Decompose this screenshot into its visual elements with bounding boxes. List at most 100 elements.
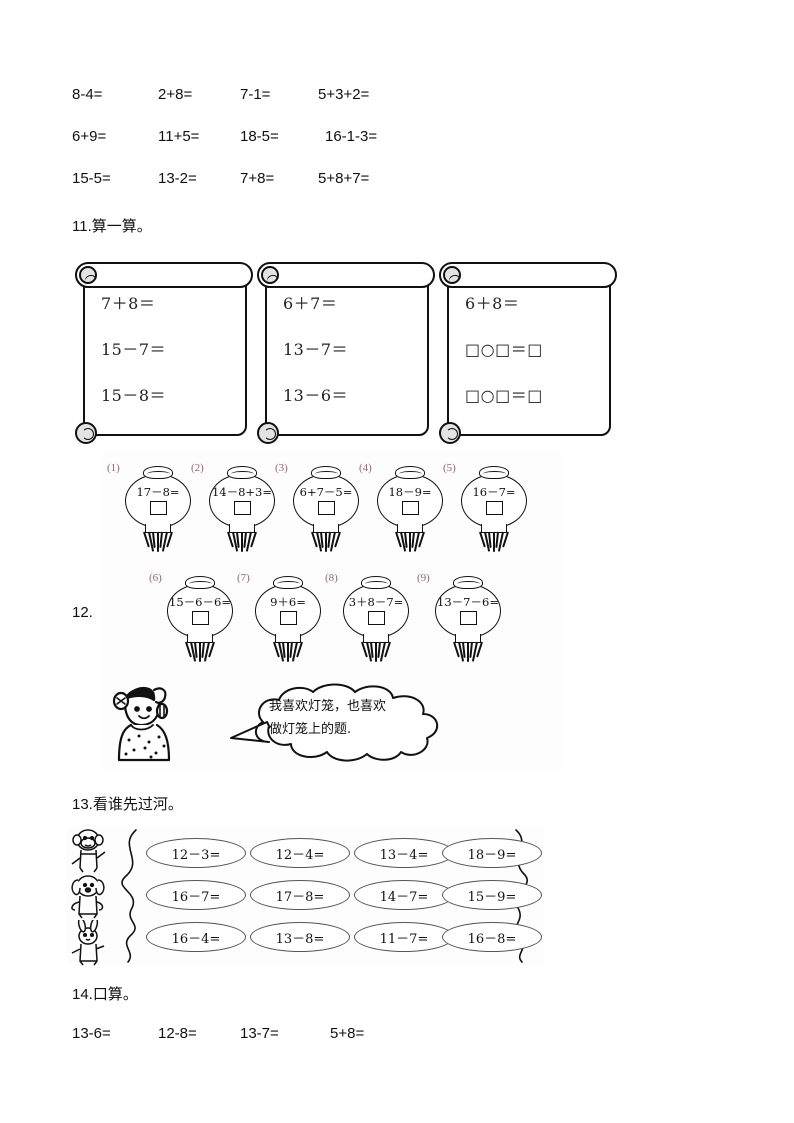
scroll-line: 13－6＝ [283,386,349,405]
scroll-top-roll [439,262,617,288]
lantern-equation: 13－7－6= [437,595,499,609]
lantern-tassel-icon [309,531,343,554]
scroll-bottom-curl-icon [439,422,461,444]
exercise-item: 11+5= [158,128,200,145]
animal-characters [66,828,112,966]
river-bubble[interactable]: 18－9= [442,838,542,868]
exercise-item: 7-1= [240,86,271,103]
scroll-body [265,270,429,436]
exercise-row-2: 6+9= 11+5= 18-5= 16-1-3= [72,128,377,145]
lantern-cap [311,466,341,479]
exercise-item: 13-7= [240,1025,279,1042]
lantern-cap [227,466,257,479]
lantern-equation: 6+7－5= [299,485,353,499]
lantern-tassel-icon [183,641,217,664]
exercise-item: 8-4= [72,86,103,103]
speech-line-1: 我喜欢灯笼，也喜欢 [269,699,387,714]
section-13-heading: 13.看谁先过河。 [72,796,183,813]
lantern-tassel-icon [141,531,175,554]
lantern-tassel-icon [451,641,485,664]
river-bubble[interactable]: 16－8= [442,922,542,952]
lantern-answer-box[interactable] [192,611,209,625]
lantern-2: (2) 14－8+3= [191,460,279,556]
scroll-top-curl-icon [261,266,279,284]
lantern-answer-box[interactable] [368,611,385,625]
scroll-2: 6＋7＝ 13－7＝ 13－6＝ [257,262,439,444]
lantern-equation: 18－9= [388,485,432,499]
exercise-item: 18-5= [240,128,279,145]
lantern-cap [453,576,483,589]
scroll-group: 7＋8＝ 15－7＝ 15－8＝ 6＋7＝ 13－7＝ 13－6＝ 6＋8＝ □ [75,262,655,444]
lantern-cap [185,576,215,589]
exercise-item: 13-6= [72,1025,111,1042]
exercise-item: 15-5= [72,170,111,187]
lantern-answer-box[interactable] [150,501,167,515]
river-bubble[interactable]: 15－9= [442,880,542,910]
scroll-top-roll [257,262,435,288]
exercise-row-14: 13-6=12-8=13-7=5+8= [72,1025,364,1042]
river-bubble[interactable]: 14－7= [354,880,454,910]
section-11-heading: 11.算一算。 [72,218,152,235]
rabbit-icon [71,920,105,966]
lantern-equation: 3＋8－7= [348,595,404,609]
lantern-9: (9) 13－7－6= [417,570,505,666]
scroll-top-curl-icon [79,266,97,284]
scroll-line: 6＋7＝ [283,294,338,313]
scroll-lines: 6＋8＝ □○□＝□ □○□＝□ [465,296,605,404]
scroll-bottom-curl-icon [75,422,97,444]
girl-character-icon [109,684,179,766]
river-crossing-illustration: 12－3= 12－4= 13－4= 18－9= 16－7= 17－8= 14－7… [66,828,544,966]
lantern-answer-box[interactable] [460,611,477,625]
river-bubble[interactable]: 13－8= [250,922,350,952]
exercise-row-1: 8-4=2+8=7-1=5+3+2= [72,86,369,103]
lantern-cap [395,466,425,479]
river-bubble[interactable]: 16－4= [146,922,246,952]
lantern-index: (7) [237,572,250,584]
scroll-line: 15－7＝ [101,340,167,359]
exercise-item: 6+9= [72,128,107,145]
scroll-line: 7＋8＝ [101,294,156,313]
monkey-icon [71,829,106,873]
lantern-answer-box[interactable] [234,501,251,515]
lantern-answer-box[interactable] [486,501,503,515]
lantern-answer-box[interactable] [280,611,297,625]
riverbank-left [110,828,150,964]
lantern-equation: 15－6－6= [169,595,231,609]
lantern-index: (2) [191,462,204,474]
river-bubble[interactable]: 13－4= [354,838,454,868]
scroll-body [447,270,611,436]
lantern-answer-box[interactable] [402,501,419,515]
lantern-equation: 14－8+3= [211,485,273,499]
exercise-item: 2+8= [158,86,193,103]
scroll-body [83,270,247,436]
river-bubble[interactable]: 16－7= [146,880,246,910]
lantern-tassel-icon [393,531,427,554]
scroll-lines: 7＋8＝ 15－7＝ 15－8＝ [101,296,241,404]
scroll-line: 15－8＝ [101,386,167,405]
scroll-line: 6＋8＝ [465,294,520,313]
river-bubble[interactable]: 11－7= [354,922,454,952]
scroll-line: □○□＝□ [465,386,543,405]
lantern-4: (4) 18－9= [359,460,447,556]
lantern-answer-box[interactable] [318,501,335,515]
lantern-tassel-icon [359,641,393,664]
lantern-tassel-icon [477,531,511,554]
exercise-item: 13-2= [158,170,197,187]
lantern-index: (1) [107,462,120,474]
scroll-lines: 6＋7＝ 13－7＝ 13－6＝ [283,296,423,404]
river-bubble[interactable]: 17－8= [250,880,350,910]
lantern-illustration: (1) 17－8= (2) 14－8+3= (3) 6+7－5= [101,452,563,770]
scroll-top-roll [75,262,253,288]
lantern-cap [479,466,509,479]
lantern-cap [143,466,173,479]
exercise-item: 16-1-3= [325,128,378,145]
river-bubble[interactable]: 12－3= [146,838,246,868]
speech-bubble: 我喜欢灯笼，也喜欢 做灯笼上的题. [229,680,469,762]
lantern-tassel-icon [225,531,259,554]
lantern-1: (1) 17－8= [107,460,195,556]
scroll-line: 13－7＝ [283,340,349,359]
lantern-3: (3) 6+7－5= [275,460,363,556]
scroll-1: 7＋8＝ 15－7＝ 15－8＝ [75,262,257,444]
river-bubble[interactable]: 12－4= [250,838,350,868]
